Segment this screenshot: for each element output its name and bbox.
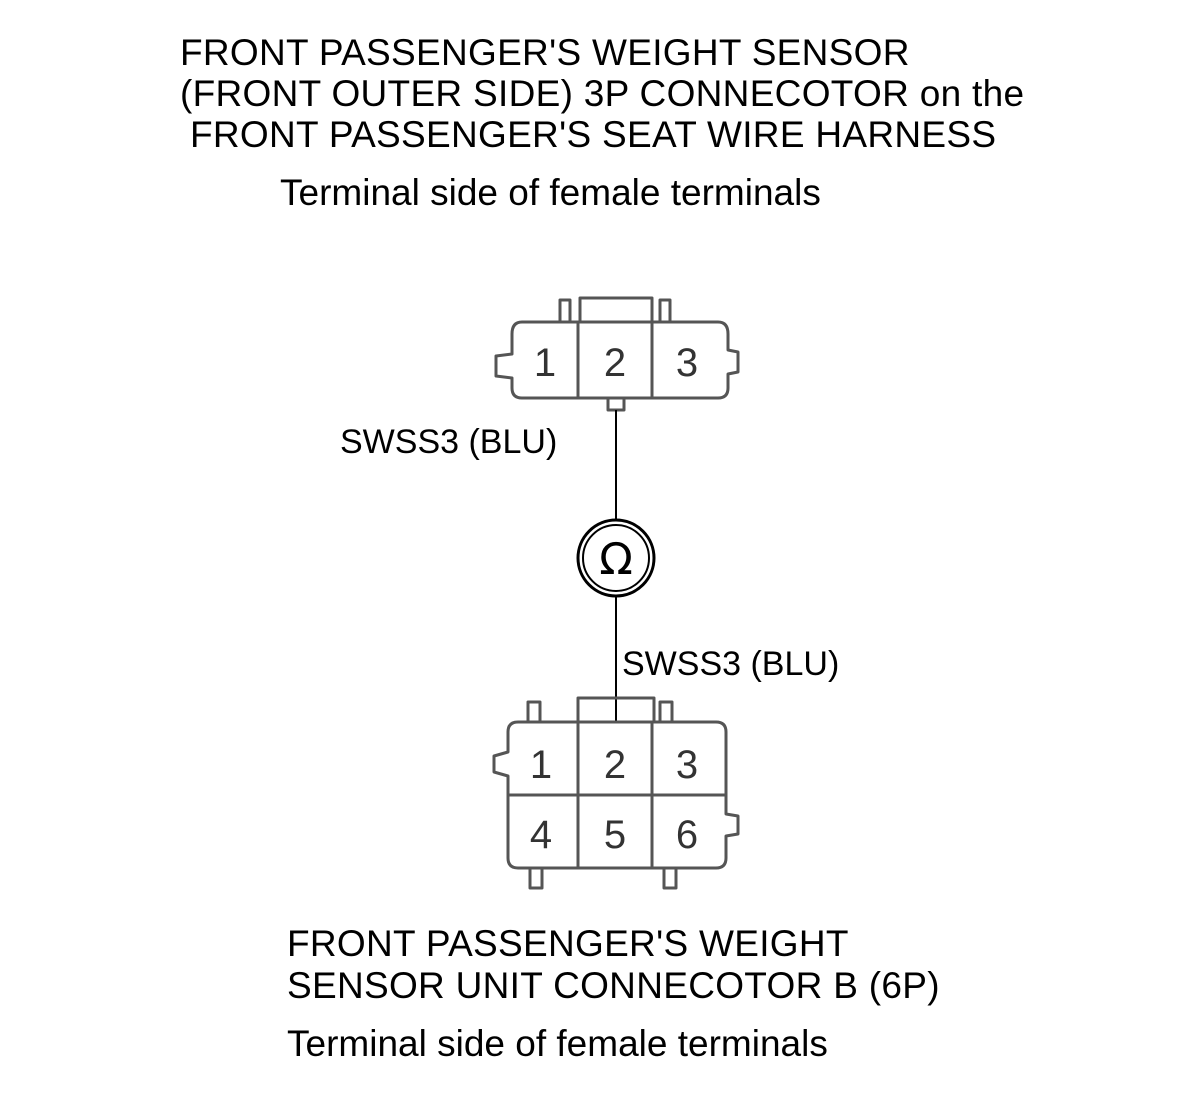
top-connector-title-line-3: FRONT PASSENGER'S SEAT WIRE HARNESS (190, 114, 997, 155)
top-pin-3: 3 (676, 341, 698, 385)
bottom-connector-title-line-2: SENSOR UNIT CONNECOTOR B (6P) (287, 965, 940, 1006)
top-pin-2: 2 (604, 341, 626, 385)
bottom-6p-connector: 1 2 3 4 5 6 (492, 696, 740, 890)
bottom-pin-6: 6 (676, 813, 698, 857)
bottom-connector-title-line-1: FRONT PASSENGER'S WEIGHT (287, 923, 849, 964)
bottom-connector-subtitle: Terminal side of female terminals (287, 1023, 828, 1064)
wire-top-label: SWSS3 (BLU) (340, 423, 558, 461)
top-connector-subtitle: Terminal side of female terminals (280, 172, 821, 213)
bottom-pin-2: 2 (604, 743, 626, 787)
top-connector-title-line-1: FRONT PASSENGER'S WEIGHT SENSOR (180, 32, 910, 73)
top-connector-title-line-2: (FRONT OUTER SIDE) 3P CONNECOTOR on the (180, 73, 1025, 114)
top-pin-1: 1 (534, 341, 556, 385)
bottom-pin-3: 3 (676, 743, 698, 787)
ohm-icon: Ω (599, 534, 633, 585)
ohmmeter-symbol: Ω (576, 518, 656, 598)
bottom-pin-5: 5 (604, 813, 626, 857)
bottom-pin-4: 4 (530, 813, 552, 857)
wire-bottom-label: SWSS3 (BLU) (622, 645, 840, 683)
top-3p-connector: 1 2 3 (494, 296, 740, 412)
bottom-pin-1: 1 (530, 743, 552, 787)
